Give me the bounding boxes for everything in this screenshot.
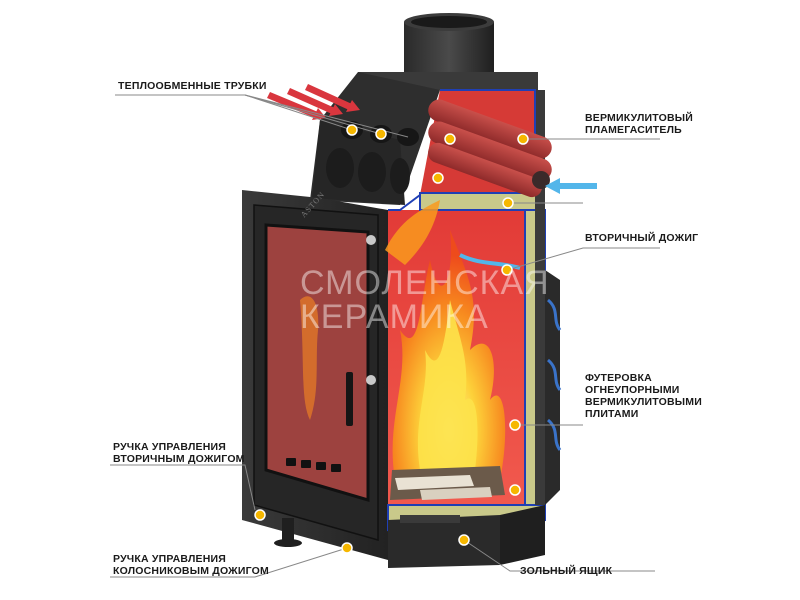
label-lining: ФУТЕРОВКА ОГНЕУПОРНЫМИ ВЕРМИКУЛИТОВЫМИ П… bbox=[585, 372, 702, 420]
marker-heat-tubes bbox=[346, 124, 358, 136]
marker-baffle bbox=[502, 197, 514, 209]
label-heat-tubes: ТЕПЛООБМЕННЫЕ ТРУБКИ bbox=[118, 80, 267, 92]
label-grate-handle-line2: КОЛОСНИКОВЫМ ДОЖИГОМ bbox=[113, 565, 269, 577]
heat-tube-ports bbox=[326, 121, 419, 194]
label-grate-handle: РУЧКА УПРАВЛЕНИЯ КОЛОСНИКОВЫМ ДОЖИГОМ bbox=[113, 553, 269, 577]
label-secondary-burn: ВТОРИЧНЫЙ ДОЖИГ bbox=[585, 232, 698, 244]
label-lining-line1: ФУТЕРОВКА bbox=[585, 372, 652, 384]
callout-markers bbox=[254, 124, 529, 554]
leader-lines bbox=[110, 94, 660, 578]
marker-ash-box bbox=[458, 534, 470, 546]
marker-secondary-burn bbox=[501, 264, 513, 276]
label-baffle-line1: ВЕРМИКУЛИТОВЫЙ bbox=[585, 112, 693, 124]
label-lining-line4: ПЛИТАМИ bbox=[585, 408, 639, 420]
ash-box-shape bbox=[388, 505, 545, 568]
label-lining-line3: ВЕРМИКУЛИТОВЫМИ bbox=[585, 396, 702, 408]
label-ash-box: ЗОЛЬНЫЙ ЯЩИК bbox=[520, 565, 612, 577]
label-grate-handle-line1: РУЧКА УПРАВЛЕНИЯ bbox=[113, 553, 226, 565]
marker-secondary-handle bbox=[254, 509, 266, 521]
firewood bbox=[390, 466, 505, 500]
label-lining-line2: ОГНЕУПОРНЫМИ bbox=[585, 384, 680, 396]
heat-arrows bbox=[267, 84, 360, 120]
label-secondary-handle: РУЧКА УПРАВЛЕНИЯ ВТОРИЧНЫМ ДОЖИГОМ bbox=[113, 441, 245, 465]
label-secondary-handle-line1: РУЧКА УПРАВЛЕНИЯ bbox=[113, 441, 226, 453]
air-arrows bbox=[459, 178, 597, 451]
label-heat-tubes-line1: ТЕПЛООБМЕННЫЕ ТРУБКИ bbox=[118, 80, 267, 92]
marker-lining bbox=[509, 419, 521, 431]
fire-flames bbox=[300, 200, 506, 480]
label-secondary-handle-line2: ВТОРИЧНЫМ ДОЖИГОМ bbox=[113, 453, 245, 465]
label-baffle-line2: ПЛАМЕГАСИТЕЛЬ bbox=[585, 124, 682, 136]
chimney-pipe bbox=[404, 13, 494, 77]
marker-grate-handle bbox=[341, 542, 353, 554]
label-ash-box-line1: ЗОЛЬНЫЙ ЯЩИК bbox=[520, 565, 613, 577]
label-secondary-burn-line1: ВТОРИЧНЫЙ ДОЖИГ bbox=[585, 232, 699, 244]
label-baffle: ВЕРМИКУЛИТОВЫЙ ПЛАМЕГАСИТЕЛЬ bbox=[585, 112, 693, 136]
